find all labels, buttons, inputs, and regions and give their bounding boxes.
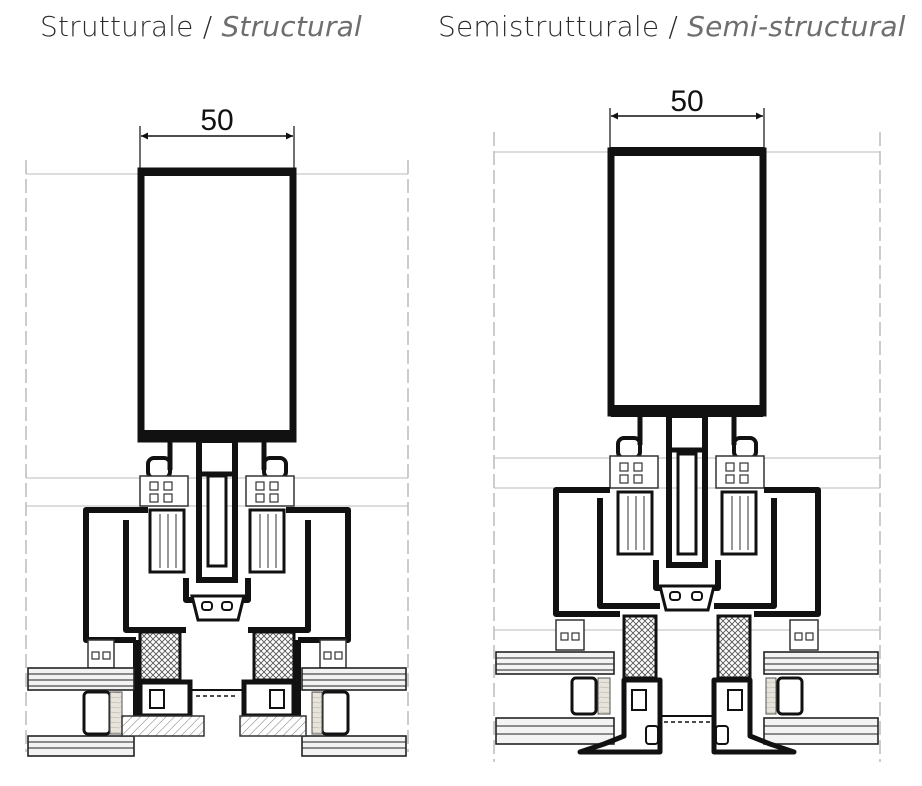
pressure-plates: [121, 679, 307, 737]
thermal-breaks: [616, 490, 758, 556]
structural-drawing: 50: [25, 104, 409, 757]
title-italian: Strutturale: [40, 10, 194, 43]
reference-lines: [493, 132, 881, 762]
clips-upper: [609, 436, 765, 489]
background-lines: [26, 173, 408, 507]
center-gasket: [190, 594, 246, 622]
panel-title-semi-structural: Semistrutturale / Semi-structural: [438, 10, 906, 43]
glazing-units: [495, 651, 879, 745]
reference-lines: [25, 160, 409, 752]
clips-lower: [87, 639, 347, 669]
title-english: Semi-structural: [687, 10, 906, 43]
clips-lower: [555, 619, 819, 651]
mullion-profile: [137, 167, 297, 583]
dimension-50: 50: [139, 104, 295, 170]
title-english: Structural: [221, 10, 363, 43]
dimension-50: 50: [609, 85, 765, 150]
lower-thermal-breaks: [622, 614, 752, 680]
background-lines: [494, 151, 880, 631]
lower-thermal-breaks: [138, 630, 296, 682]
glazing-units: [27, 667, 407, 757]
title-italian: Semistrutturale: [438, 10, 660, 43]
title-separator: /: [659, 10, 688, 43]
pressure-plates: [577, 677, 797, 755]
semi-structural-drawing: 50: [493, 85, 881, 762]
center-gasket: [658, 584, 716, 612]
end-gaskets: [631, 689, 743, 745]
dimension-label: 50: [200, 104, 233, 137]
dimension-label: 50: [670, 85, 703, 118]
thermal-breaks: [148, 508, 286, 574]
panel-title-structural: Strutturale / Structural: [40, 10, 362, 43]
title-separator: /: [193, 10, 222, 43]
clips-upper: [139, 456, 295, 507]
